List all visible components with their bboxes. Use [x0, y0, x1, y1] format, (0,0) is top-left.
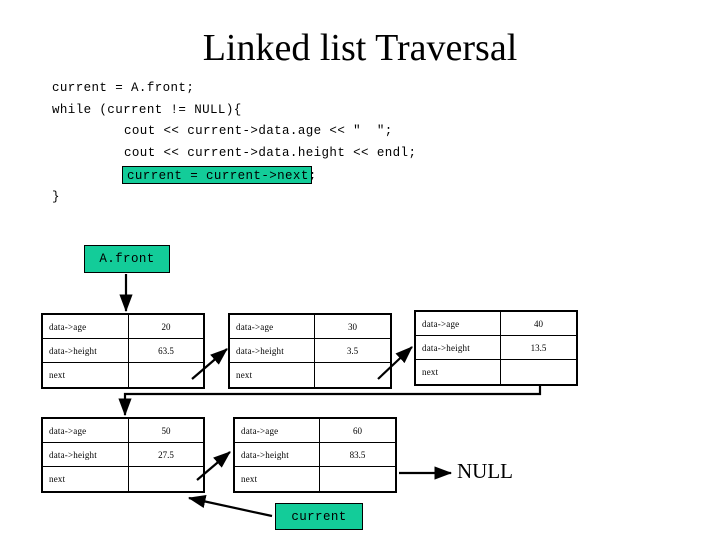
node-field-height-value: 83.5	[349, 449, 366, 460]
code-line-3: cout << current->data.age << " ";	[124, 124, 393, 138]
node-field-height-value: 3.5	[346, 345, 359, 356]
list-node-0: data->age 20 data->height 63.5 next	[41, 313, 205, 389]
node-row-age: data->age 50	[43, 419, 203, 443]
node-row-age: data->age 60	[235, 419, 395, 443]
highlighted-code-line: current = current->next;	[122, 166, 317, 184]
node-row-next: next	[230, 363, 390, 387]
null-terminator-label: NULL	[457, 459, 513, 483]
node-field-height-label: data->height	[43, 339, 129, 362]
node-row-age: data->age 20	[43, 315, 203, 339]
node-field-next-label: next	[43, 467, 129, 491]
node-row-height: data->height 13.5	[416, 336, 576, 360]
code-line-6: }	[52, 190, 60, 204]
node-field-height-label: data->height	[416, 336, 501, 359]
node-field-next-label: next	[230, 363, 315, 387]
node-row-height: data->height 63.5	[43, 339, 203, 363]
node-field-age-label: data->age	[416, 312, 501, 335]
node-field-height-value: 27.5	[158, 449, 174, 460]
node-field-next-value	[129, 363, 203, 387]
node-row-next: next	[416, 360, 576, 384]
node-field-next-value	[501, 360, 576, 384]
code-line-1: current = A.front;	[52, 81, 195, 95]
node-field-next-label: next	[43, 363, 129, 387]
node-row-next: next	[235, 467, 395, 491]
code-line-2: while (current != NULL){	[52, 103, 242, 117]
node-field-age-label: data->age	[235, 419, 320, 442]
node-row-next: next	[43, 467, 203, 491]
list-node-1: data->age 30 data->height 3.5 next	[228, 313, 392, 389]
node-row-next: next	[43, 363, 203, 387]
node-field-next-value	[320, 467, 395, 491]
node-field-height-label: data->height	[230, 339, 315, 362]
node-field-height-value: 63.5	[158, 345, 174, 356]
node-field-next-label: next	[235, 467, 320, 491]
node-field-age-label: data->age	[43, 315, 129, 338]
node-field-height-label: data->height	[43, 443, 129, 466]
node-row-age: data->age 30	[230, 315, 390, 339]
node-row-height: data->height 27.5	[43, 443, 203, 467]
node-field-age-value: 50	[161, 425, 171, 436]
arrow-current-to-node3	[187, 495, 273, 518]
node-field-height-label: data->height	[235, 443, 320, 466]
node-row-height: data->height 83.5	[235, 443, 395, 467]
a-front-pointer-box: A.front	[84, 245, 170, 273]
node-field-age-value: 60	[353, 425, 362, 436]
node-field-age-label: data->age	[230, 315, 315, 338]
node-field-next-label: next	[416, 360, 501, 384]
node-field-age-value: 20	[161, 321, 171, 332]
list-node-3: data->age 50 data->height 27.5 next	[41, 417, 205, 493]
current-label: current	[291, 509, 347, 524]
node-field-height-value: 13.5	[530, 342, 547, 353]
node-field-age-label: data->age	[43, 419, 129, 442]
code-line-4: cout << current->data.height << endl;	[124, 146, 417, 160]
code-line-5-text: current = current->next;	[127, 169, 317, 183]
node-row-age: data->age 40	[416, 312, 576, 336]
arrow-node2-to-node3	[118, 386, 542, 417]
current-pointer-box: current	[275, 503, 363, 530]
a-front-label: A.front	[99, 252, 155, 266]
node-field-age-value: 30	[348, 321, 357, 332]
node-field-next-value	[315, 363, 390, 387]
node-field-next-value	[129, 467, 203, 491]
page-title: Linked list Traversal	[202, 27, 518, 69]
list-node-4: data->age 60 data->height 83.5 next	[233, 417, 397, 493]
list-node-2: data->age 40 data->height 13.5 next	[414, 310, 578, 386]
node-row-height: data->height 3.5	[230, 339, 390, 363]
node-field-age-value: 40	[534, 318, 543, 329]
